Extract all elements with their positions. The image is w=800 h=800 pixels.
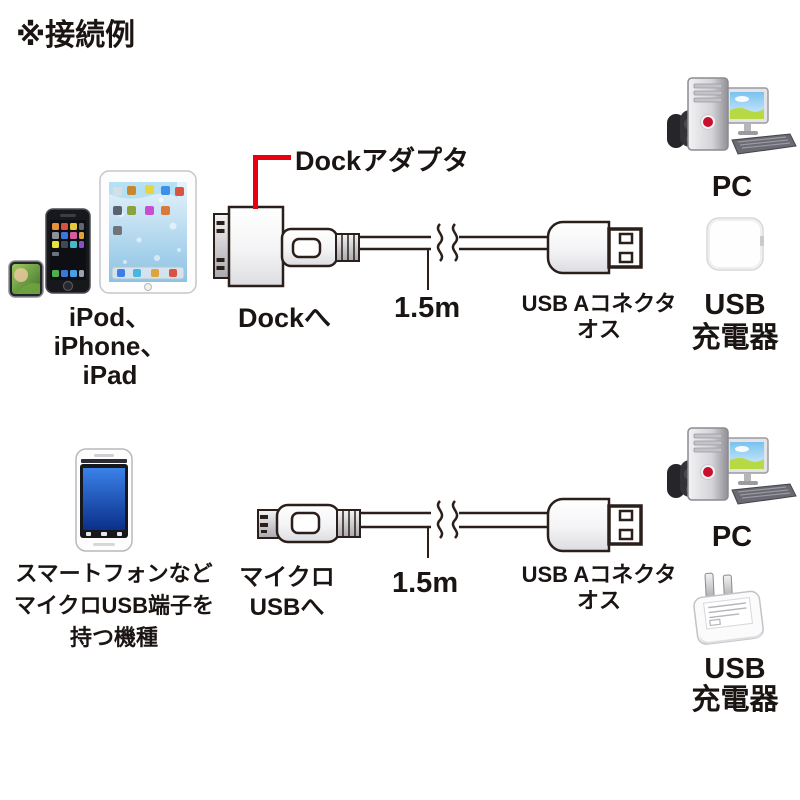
dock-plug-label: Dockへ	[238, 303, 332, 333]
device-group-label: iPod、 iPhone、 iPad	[30, 303, 190, 390]
usb-charger-illustration	[706, 217, 764, 271]
cable-line	[360, 511, 549, 529]
cable-break-icon	[436, 223, 459, 262]
tower-icon	[687, 77, 729, 151]
monitor-icon	[725, 437, 769, 485]
smartphone-label-line2: マイクロUSB端子を	[13, 593, 214, 618]
usb-a-connector-label-top: USB Aコネクタ オス	[514, 291, 684, 343]
dock-adapter-callout-line-horizontal	[253, 155, 291, 160]
monitor-icon	[725, 87, 769, 135]
ipad-illustration	[99, 170, 197, 294]
keyboard-icon	[731, 133, 797, 155]
cable-line	[359, 235, 549, 251]
page-title: ※接続例	[16, 19, 136, 52]
usb-charger-label-bottom-line2: 充電器	[691, 684, 779, 716]
usb-a-label-line1: USB Aコネクタ	[521, 562, 677, 587]
usb-a-label-line2: オス	[576, 317, 621, 342]
pc-illustration	[667, 427, 797, 505]
micro-usb-plug-label-line2: USBへ	[249, 594, 325, 621]
strain-relief	[336, 509, 361, 538]
usb-a-connector	[546, 220, 643, 275]
keyboard-icon	[731, 483, 797, 505]
usb-a-connector-label-bottom: USB Aコネクタ オス	[514, 562, 684, 614]
device-group-label-line3: iPad	[82, 360, 138, 390]
usb-charger-label-bottom-line1: USB	[704, 653, 766, 685]
usb-charger-label-bottom: USB 充電器	[675, 654, 795, 716]
smartphone-group-label: スマートフォンなど マイクロUSB端子を 持つ機種	[8, 558, 220, 654]
device-group-label-line2: iPhone、	[53, 331, 167, 361]
usb-charger-label-top: USB 充電器	[675, 289, 795, 355]
smartphone-label-line1: スマートフォンなど	[15, 561, 213, 586]
pc-illustration	[667, 77, 797, 155]
micro-usb-plug-label-line1: マイクロ	[239, 564, 335, 591]
dock-adapter-callout-line-vertical	[253, 155, 258, 209]
tower-icon	[687, 427, 729, 501]
dock-adapter-connector	[213, 205, 285, 288]
cable-length-label-top: 1.5m	[394, 292, 461, 324]
strain-relief	[335, 233, 360, 262]
iphone-illustration	[45, 208, 91, 294]
usb-a-connector	[546, 497, 643, 553]
ipod-nano-illustration	[8, 260, 44, 298]
device-group-label-line1: iPod、	[68, 302, 152, 332]
usb-charger-label-top-line2: 充電器	[691, 322, 779, 354]
micro-usb-connector	[257, 503, 341, 544]
usb-a-label-line2: オス	[576, 588, 621, 613]
dock-adapter-label: Dockアダプタ	[295, 146, 470, 176]
micro-usb-cable-illustration	[257, 497, 643, 558]
usb-charger-label-top-line1: USB	[704, 289, 766, 321]
micro-usb-plug-label: マイクロ USBへ	[233, 563, 341, 623]
smartphone-illustration	[75, 448, 133, 552]
usb-a-label-line1: USB Aコネクタ	[521, 291, 677, 316]
pc-label-top: PC	[711, 171, 753, 203]
dock-cable-illustration	[213, 205, 643, 290]
smartphone-label-line3: 持つ機種	[69, 625, 158, 650]
wall-charger-illustration	[693, 572, 764, 645]
cable-break-icon	[436, 500, 459, 539]
cable-length-label-bottom: 1.5m	[392, 567, 459, 599]
molded-plug	[280, 227, 339, 268]
pc-label-bottom: PC	[711, 521, 753, 553]
